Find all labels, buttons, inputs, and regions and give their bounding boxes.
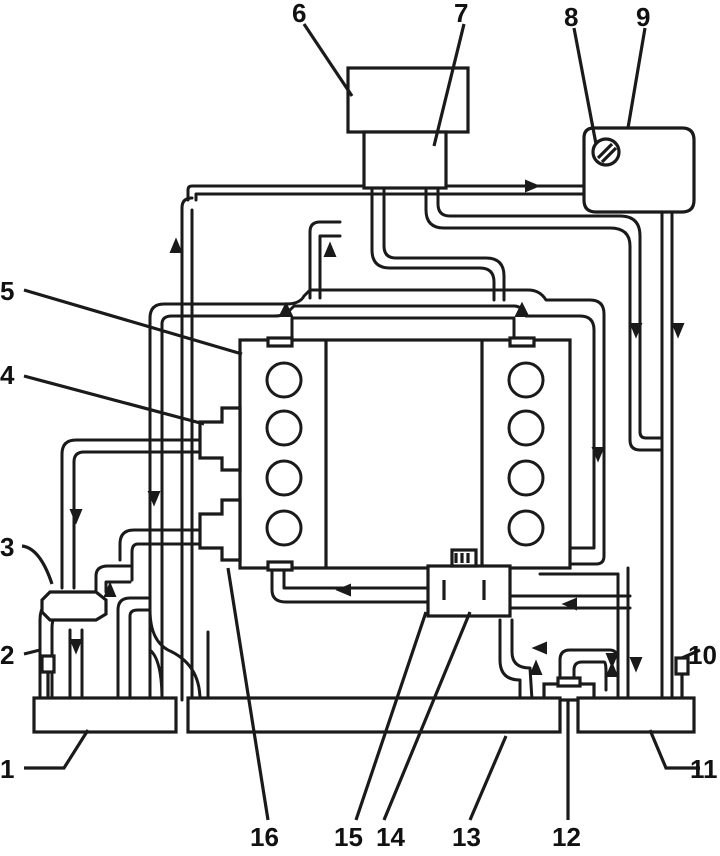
arrow-icon: [335, 583, 351, 597]
arrow-icon: [69, 509, 83, 525]
arrow-icon: [103, 581, 117, 597]
heater-core: [346, 66, 470, 190]
arrow-icon: [629, 657, 643, 673]
arrow-icon: [278, 301, 294, 317]
arrow-icon: [591, 447, 605, 463]
callout-5: 5: [0, 276, 14, 306]
callout-1: 1: [0, 754, 14, 784]
arrow-icon: [531, 641, 547, 655]
arrow-icon: [525, 179, 541, 193]
callout-13: 13: [452, 822, 481, 852]
callout-3: 3: [0, 532, 14, 562]
callout-11: 11: [690, 754, 718, 784]
callout-14: 14: [376, 822, 405, 852]
arrow-icon: [69, 639, 83, 655]
arrow-icon: [514, 301, 530, 317]
callout-4: 4: [0, 360, 15, 390]
arrow-icon: [671, 323, 685, 339]
arrow-icon: [323, 241, 337, 257]
callout-10: 10: [688, 640, 717, 670]
arrow-icon: [561, 597, 577, 611]
cap-icon: [591, 137, 621, 167]
callout-12: 12: [552, 822, 581, 852]
arrow-icon: [147, 491, 161, 507]
heater-valve: [40, 590, 108, 622]
arrow-icon: [605, 653, 619, 669]
callout-2: 2: [0, 640, 14, 670]
arrow-icon: [169, 237, 183, 253]
callout-7: 7: [454, 0, 468, 28]
cylinders-left: [265, 361, 303, 547]
callout-8: 8: [564, 2, 578, 32]
arrow-icon: [629, 323, 643, 339]
callout-9: 9: [636, 2, 650, 32]
coolant-pipes: [38, 134, 674, 702]
callout-16: 16: [250, 822, 279, 852]
callout-6: 6: [292, 0, 306, 28]
leader-lines: [21, 23, 701, 821]
cylinders-right: [507, 361, 545, 547]
arrow-icon: [605, 661, 619, 677]
engine-block: [198, 336, 572, 572]
thermostat-housing: [426, 548, 512, 618]
expansion-tank: [582, 126, 696, 214]
arrow-icon: [529, 659, 543, 675]
callout-15: 15: [334, 822, 363, 852]
